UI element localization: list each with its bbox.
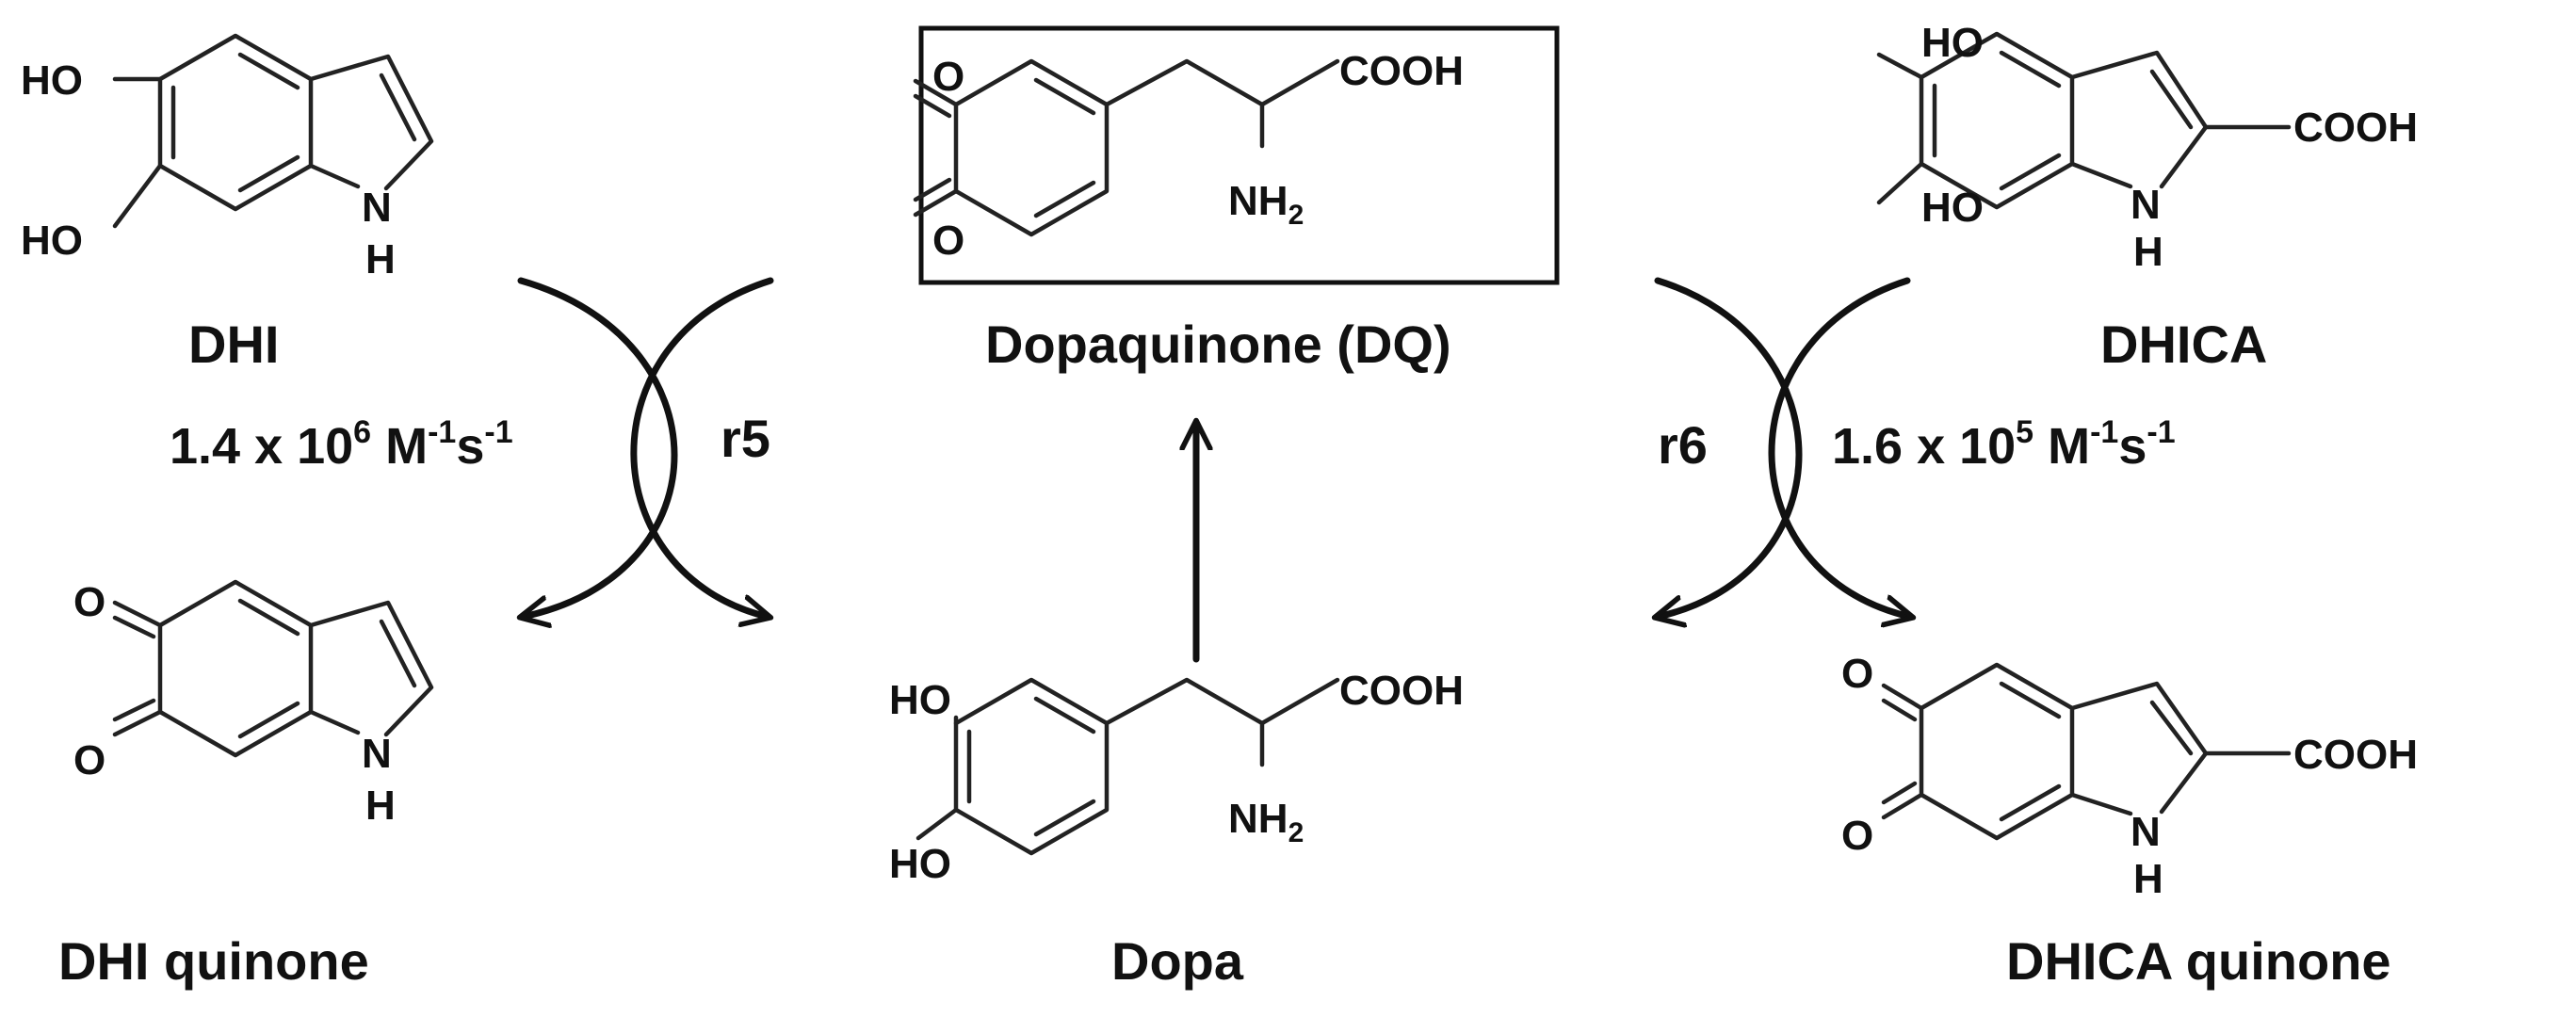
dhica-hydroxyl-bottom: HO: [1921, 185, 1984, 231]
dhi-structure: HO HO N H: [21, 33, 434, 282]
dopa-carboxyl: COOH: [1339, 668, 1464, 714]
dq-structure: O O COOH NH2: [913, 48, 1464, 264]
dq-name: Dopaquinone (DQ): [985, 315, 1451, 374]
dhi-name: DHI: [188, 315, 279, 374]
dhica-name: DHICA: [2100, 315, 2267, 374]
dhi-nh-hydrogen: H: [365, 236, 396, 282]
dopa-name: Dopa: [1111, 931, 1244, 991]
dq-highlight-box: [918, 25, 1560, 285]
dhi-quinone-oxygen-bottom: O: [73, 737, 105, 783]
dopa-hydroxyl-top: HO: [889, 677, 951, 723]
dhica-quinone-name: DHICA quinone: [2006, 931, 2391, 991]
r5-arrow-dhi-to-quinone: [521, 277, 678, 617]
dhi-quinone-nh-hydrogen: H: [365, 783, 396, 829]
dq-oxygen-top: O: [932, 54, 964, 100]
dhica-quinone-oxygen-top: O: [1841, 651, 1873, 697]
dhi-quinone-oxygen-top: O: [73, 579, 105, 625]
r6-arrow-dhica-to-quinone: [1768, 277, 1910, 617]
dhi-quinone-nitrogen: N: [362, 731, 392, 777]
dq-carboxyl: COOH: [1339, 48, 1464, 94]
r6-label: r6: [1658, 415, 1708, 475]
dopa-structure: HO HO COOH NH2: [889, 668, 1464, 887]
r5-arrow-dq-to-dopa: [630, 277, 774, 617]
dhica-quinone-nh-hydrogen: H: [2133, 856, 2163, 902]
dq-amine: NH2: [1228, 178, 1304, 231]
dopa-amine: NH2: [1228, 796, 1304, 848]
dhica-quinone-nitrogen: N: [2130, 809, 2161, 855]
dhi-nitrogen: N: [362, 185, 392, 231]
dhi-hydroxyl-top: HO: [21, 57, 83, 104]
dhi-quinone-structure: O O N H: [73, 579, 434, 829]
dhica-nitrogen: N: [2130, 182, 2161, 228]
dhica-quinone-carboxyl: COOH: [2293, 732, 2418, 778]
r6-arrow-dq-to-dopa: [1658, 277, 1803, 617]
r6-rate-constant: 1.6 x 105 M-1s-1: [1832, 414, 2176, 475]
dq-oxygen-bottom: O: [932, 218, 964, 264]
dhica-quinone-oxygen-bottom: O: [1841, 813, 1873, 859]
dhi-quinone-name: DHI quinone: [58, 931, 369, 991]
dhica-structure: HO HO N H COOH: [1876, 20, 2418, 275]
dhica-hydroxyl-top: HO: [1921, 20, 1984, 66]
dhi-hydroxyl-bottom: HO: [21, 218, 83, 264]
dhica-quinone-structure: O O N H COOH: [1841, 651, 2418, 902]
r5-label: r5: [721, 409, 770, 468]
r5-rate-constant: 1.4 x 106 M-1s-1: [170, 414, 513, 475]
dhica-nh-hydrogen: H: [2133, 229, 2163, 275]
dopa-hydroxyl-bottom: HO: [889, 841, 951, 887]
dhica-carboxyl: COOH: [2293, 105, 2418, 151]
